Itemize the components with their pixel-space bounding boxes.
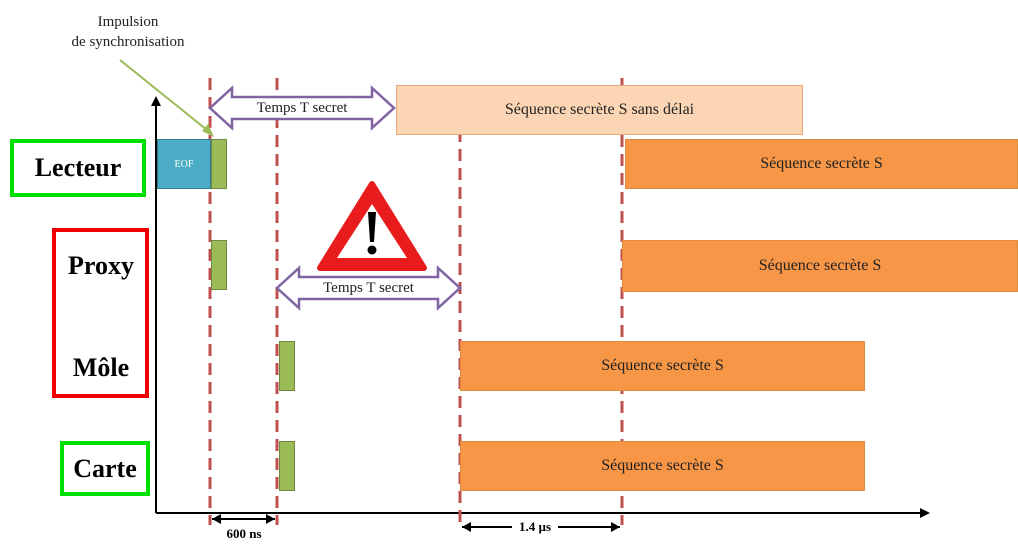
sequence-proxy-label: Séquence secrète S <box>758 257 882 274</box>
sync-pulse-lecteur <box>211 139 227 189</box>
attacker-frame <box>52 228 149 398</box>
row-label-proxy-text: Proxy <box>68 251 134 280</box>
secret-time-arrow-top <box>208 85 396 131</box>
row-label-mole: Môle <box>56 348 146 388</box>
row-label-proxy: Proxy <box>56 246 146 286</box>
sync-pulse-note-line1: Impulsion <box>97 14 159 30</box>
warning-icon <box>317 181 427 271</box>
sync-pointer <box>119 59 213 135</box>
sync-pulse-carte <box>279 441 295 491</box>
sequence-carte: Séquence secrète S <box>460 441 865 491</box>
secret-time-arrow-mid <box>275 265 462 311</box>
secret-time-label-top: Temps T secret <box>256 100 348 116</box>
sync-pulse-proxy <box>211 240 227 290</box>
sync-pulse-mole <box>279 341 295 391</box>
sequence-lecteur-label: Séquence secrète S <box>760 155 883 172</box>
measure-arrow-600ns <box>212 514 275 524</box>
row-label-carte-text: Carte <box>73 453 137 483</box>
sync-pulse-note: Impulsion de synchronisation <box>28 12 228 52</box>
row-label-lecteur-text: Lecteur <box>34 153 122 182</box>
sequence-carte-label: Séquence secrète S <box>601 457 724 474</box>
measure-arrow-1-4us <box>462 522 620 532</box>
sync-pointer-head <box>202 124 214 137</box>
row-label-mole-text: Môle <box>72 353 130 382</box>
measure-label-1-4us: 1.4 µs <box>518 519 552 534</box>
secret-time-label-mid: Temps T secret <box>323 280 414 296</box>
eof-block: EOF <box>157 139 211 189</box>
sequence-no-delay: Séquence secrète S sans délai <box>396 85 803 135</box>
eof-label: EOF <box>174 158 194 170</box>
row-label-carte: Carte <box>60 441 150 496</box>
sequence-lecteur: Séquence secrète S <box>625 139 1018 189</box>
sync-pulse-note-line2: de synchronisation <box>71 34 185 50</box>
sequence-no-delay-label: Séquence secrète S sans délai <box>504 101 695 118</box>
sequence-mole-label: Séquence secrète S <box>601 357 724 374</box>
measure-label-600ns: 600 ns <box>226 526 262 541</box>
row-label-lecteur: Lecteur <box>10 139 146 197</box>
sequence-mole: Séquence secrète S <box>460 341 865 391</box>
sequence-proxy: Séquence secrète S <box>622 240 1018 292</box>
